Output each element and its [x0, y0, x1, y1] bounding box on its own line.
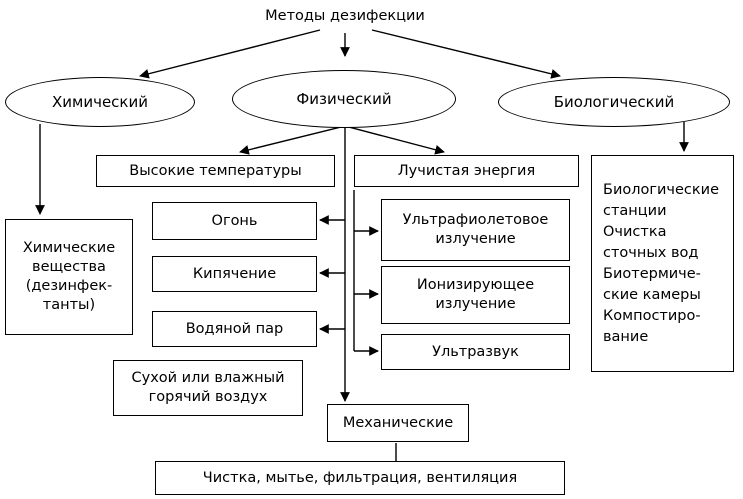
- boiling-box: Кипячение: [152, 256, 317, 292]
- biological-methods-box: Биологические станции Очистка сточных во…: [591, 155, 734, 372]
- radiant-energy-box: Лучистая энергия: [354, 155, 579, 187]
- ultrasound-label: Ультразвук: [432, 343, 519, 360]
- ultraviolet-label: Ультрафиолетовое излучение: [402, 212, 549, 247]
- radiant-energy-label: Лучистая энергия: [397, 162, 536, 179]
- ionizing-label: Ионизирующее излучение: [416, 277, 535, 312]
- chemical-substances-text: Химические вещества (дезинфек- танты): [22, 240, 116, 313]
- chemical-category: Химический: [5, 77, 195, 127]
- steam-box: Водяной пар: [152, 311, 317, 347]
- physical-category: Физический: [232, 70, 456, 128]
- chemical-category-label: Химический: [52, 93, 148, 111]
- diagram-title: Методы дезифекции: [265, 8, 425, 24]
- steam-label: Водяной пар: [185, 320, 284, 337]
- fire-box: Огонь: [152, 202, 317, 240]
- mechanical-box: Механические: [327, 404, 469, 442]
- mechanical-detail-box: Чистка, мытье, фильтрация, вентиляция: [155, 461, 565, 495]
- fire-label: Огонь: [211, 212, 258, 229]
- high-temperatures-label: Высокие температуры: [129, 162, 302, 179]
- biological-category-label: Биологический: [553, 93, 675, 111]
- biological-category: Биологический: [498, 77, 730, 127]
- mechanical-detail-label: Чистка, мытье, фильтрация, вентиляция: [202, 469, 518, 486]
- hot-air-box: Сухой или влажный горячий воздух: [113, 360, 303, 416]
- mechanical-label: Механические: [342, 414, 454, 431]
- biological-methods-text: Биологические станции Очистка сточных во…: [603, 181, 719, 345]
- physical-category-label: Физический: [296, 90, 392, 108]
- ionizing-box: Ионизирующее излучение: [381, 266, 570, 324]
- high-temperatures-box: Высокие температуры: [96, 155, 335, 187]
- ultraviolet-box: Ультрафиолетовое излучение: [381, 199, 570, 261]
- boiling-label: Кипячение: [192, 265, 277, 282]
- chemical-substances-box: Химические вещества (дезинфек- танты): [5, 219, 133, 335]
- ultrasound-box: Ультразвук: [381, 334, 570, 370]
- hot-air-label: Сухой или влажный горячий воздух: [131, 370, 285, 405]
